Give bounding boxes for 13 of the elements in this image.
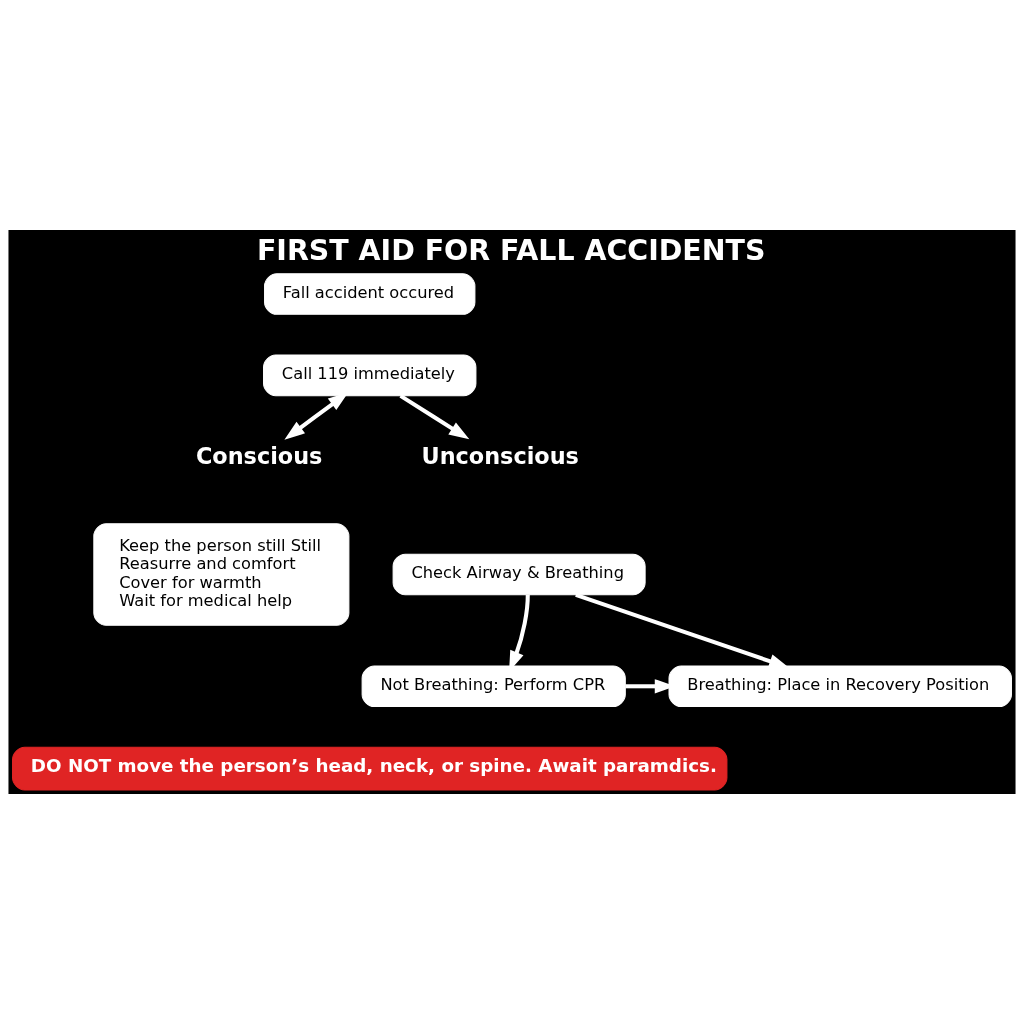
arrow bbox=[575, 592, 790, 669]
node-box: Keep the person still Still Reasurre and comfort Cover for warmth Wait for medical help bbox=[93, 523, 350, 626]
node-box: DO NOT move the person’s head, neck, or spine. Await paramdics. bbox=[12, 746, 728, 791]
node-box: Fall accident occured bbox=[264, 273, 476, 315]
node-text: Conscious bbox=[195, 443, 323, 470]
node-text: Unconscious bbox=[421, 443, 579, 470]
node-box: Check Airway & Breathing bbox=[392, 553, 646, 596]
diagram-title: FIRST AID FOR FALL ACCIDENTS bbox=[256, 233, 766, 267]
node-box: Breathing: Place in Recovery Position bbox=[668, 665, 1012, 708]
node-box: Not Breathing: Perform CPR bbox=[361, 665, 626, 708]
arrow bbox=[284, 392, 349, 440]
arrow bbox=[399, 394, 470, 440]
node-box: Call 119 immediately bbox=[263, 354, 477, 397]
